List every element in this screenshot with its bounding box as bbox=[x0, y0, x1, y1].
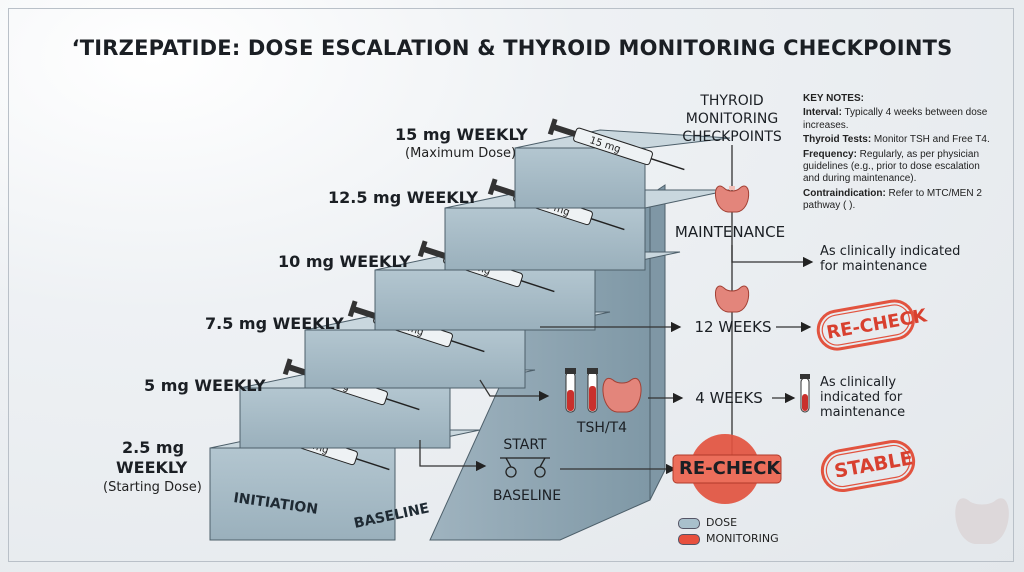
key-note-frequency: Frequency: Regularly, as per physician g… bbox=[803, 148, 980, 185]
step-front bbox=[304, 329, 526, 389]
legend-monitoring-swatch bbox=[678, 533, 700, 545]
step-top bbox=[514, 129, 731, 149]
weeks-4-note-line1: As clinically bbox=[820, 375, 897, 390]
thyroid-icon-tsh bbox=[602, 377, 642, 413]
weeks-4-note-line3: maintenance bbox=[820, 405, 906, 420]
dose-note-15: (Maximum Dose) bbox=[405, 146, 517, 161]
step-front bbox=[239, 387, 451, 449]
legend-monitoring: MONITORING bbox=[678, 532, 779, 545]
start-label: START bbox=[503, 437, 547, 453]
key-notes: KEY NOTES: Interval: Typically 4 weeks b… bbox=[803, 93, 993, 215]
monitoring-header-line1: THYROID bbox=[700, 93, 764, 109]
maintenance-note-line2: for maintenance bbox=[820, 259, 928, 274]
step-front bbox=[374, 269, 596, 331]
syringe-needle bbox=[590, 218, 625, 231]
syringe-needle bbox=[520, 280, 555, 293]
legend-dose: DOSE bbox=[678, 516, 779, 529]
thyroid-watermark-icon bbox=[955, 498, 1009, 544]
dose-label-10: 10 mg WEEKLY bbox=[278, 252, 411, 271]
dose-label-15: 15 mg WEEKLY bbox=[395, 125, 528, 144]
key-note-thyroid-tests: Thyroid Tests: Monitor TSH and Free T4. bbox=[803, 134, 990, 146]
dose-label-2-5-line1: 2.5 mg bbox=[122, 438, 185, 457]
thyroid-icon-maintenance bbox=[715, 185, 750, 213]
dose-note-2-5: (Starting Dose) bbox=[103, 480, 202, 495]
syringe-needle bbox=[385, 398, 420, 411]
syringe-cap bbox=[547, 118, 558, 136]
syringe-plunger bbox=[353, 306, 376, 319]
syringe-plunger bbox=[423, 246, 446, 259]
dose-label-5: 5 mg WEEKLY bbox=[144, 376, 266, 395]
syringe-needle bbox=[450, 340, 485, 353]
syringe-plunger bbox=[553, 124, 576, 137]
maintenance-label: MAINTENANCE bbox=[674, 223, 786, 241]
monitoring-header: THYROID MONITORING CHECKPOINTS bbox=[668, 92, 796, 146]
dose-steps: 2.5 mg5 mg7.5 mg10 mg12.5 mg15 mg bbox=[209, 118, 731, 541]
weeks-12-label: 12 WEEKS bbox=[694, 318, 772, 336]
syringe-cap bbox=[417, 240, 428, 258]
syringe-needle bbox=[650, 158, 685, 171]
stable-stamp bbox=[820, 439, 916, 493]
syringe-plunger bbox=[493, 184, 516, 197]
syringe-cap bbox=[487, 178, 498, 196]
recheck-text-baseline: RE-CHECK bbox=[679, 458, 781, 479]
dose-label-7-5: 7.5 mg WEEKLY bbox=[205, 314, 344, 333]
key-note-contraindication: Contraindication: Refer to MTC/MEN 2 pat… bbox=[803, 187, 982, 212]
dose-label-2-5-line2: WEEKLY bbox=[116, 458, 188, 477]
monitoring-header-line3: CHECKPOINTS bbox=[682, 129, 782, 145]
step-front bbox=[444, 207, 646, 271]
key-notes-heading: KEY NOTES: bbox=[803, 93, 864, 104]
maintenance-note: As clinically indicated for maintenance bbox=[820, 244, 960, 274]
key-note-interval: Interval: Typically 4 weeks between dose… bbox=[803, 107, 988, 131]
page-title: ‘TIRZEPATIDE: DOSE ESCALATION & THYROID … bbox=[71, 36, 953, 60]
weeks-4-note-line2: indicated for bbox=[820, 390, 903, 405]
maintenance-note-line1: As clinically indicated bbox=[820, 244, 961, 259]
weeks-4-label: 4 WEEKS bbox=[695, 389, 763, 407]
thyroid-icon-12-weeks bbox=[715, 285, 750, 313]
tsh-t4-label: TSH/T4 bbox=[576, 420, 628, 436]
baseline-monitor-label: BASELINE bbox=[492, 488, 562, 504]
start-icon bbox=[500, 457, 550, 478]
syringe-needle bbox=[355, 458, 390, 471]
recheck-stamp-baseline bbox=[672, 434, 782, 504]
legend: DOSE MONITORING bbox=[678, 516, 779, 545]
blood-tube-icon bbox=[565, 368, 598, 413]
recheck-stamp-12-weeks bbox=[816, 299, 915, 351]
syringe-cap bbox=[282, 358, 293, 376]
syringe-cap bbox=[347, 300, 358, 318]
dose-label-12-5: 12.5 mg WEEKLY bbox=[328, 188, 478, 207]
weeks-4-note: As clinically indicated for maintenance bbox=[820, 375, 905, 420]
legend-dose-swatch bbox=[678, 517, 700, 529]
blood-tube-icon-4-weeks bbox=[800, 374, 810, 413]
monitoring-header-line2: MONITORING bbox=[685, 111, 779, 127]
